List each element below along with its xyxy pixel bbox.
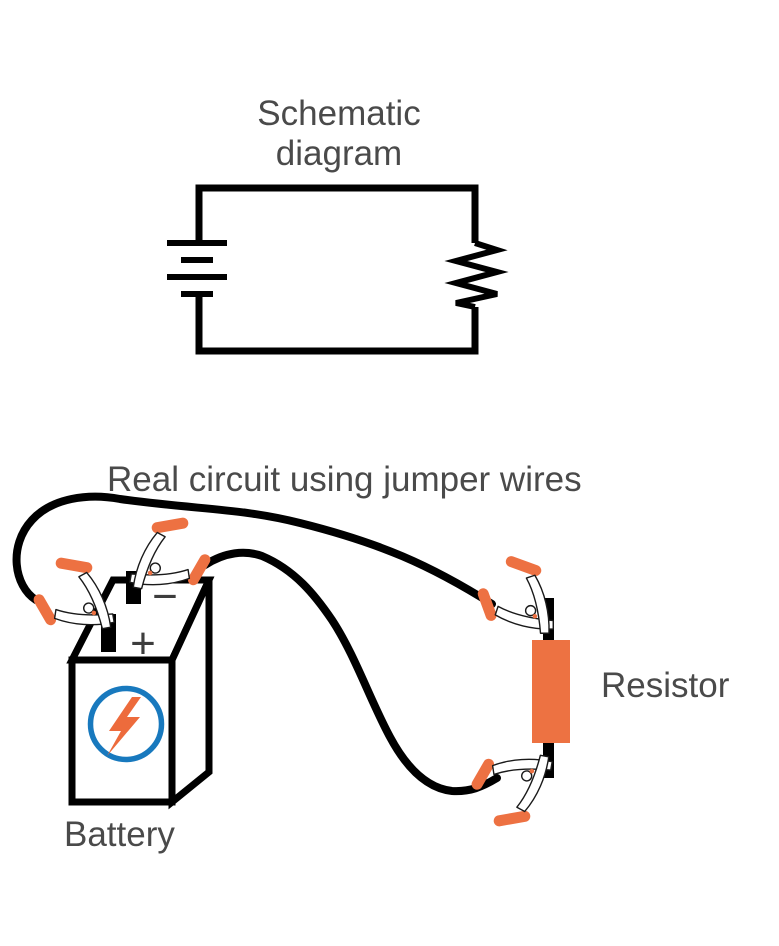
battery-label: Battery xyxy=(64,815,175,854)
schematic-title-line1: Schematic xyxy=(257,94,421,133)
schematic-wire-bottom xyxy=(195,294,479,355)
jumper-wire-negative xyxy=(201,548,501,796)
jumper-wire-positive xyxy=(12,492,496,608)
schematic-title: Schematic diagram xyxy=(219,94,459,174)
alligator-clip-resistor-bottom xyxy=(458,726,574,841)
plus-sign: + xyxy=(130,619,156,668)
real-circuit-caption: Real circuit using jumper wires xyxy=(107,460,582,499)
schematic-title-line2: diagram xyxy=(275,134,403,173)
battery-symbol xyxy=(167,240,227,297)
lightning-bolt-icon xyxy=(87,685,165,763)
resistor-body xyxy=(532,640,570,743)
schematic-wire-top xyxy=(195,184,479,243)
schematic-circuit xyxy=(167,184,509,355)
resistor-label: Resistor xyxy=(601,666,730,705)
resistor-symbol xyxy=(444,240,509,310)
